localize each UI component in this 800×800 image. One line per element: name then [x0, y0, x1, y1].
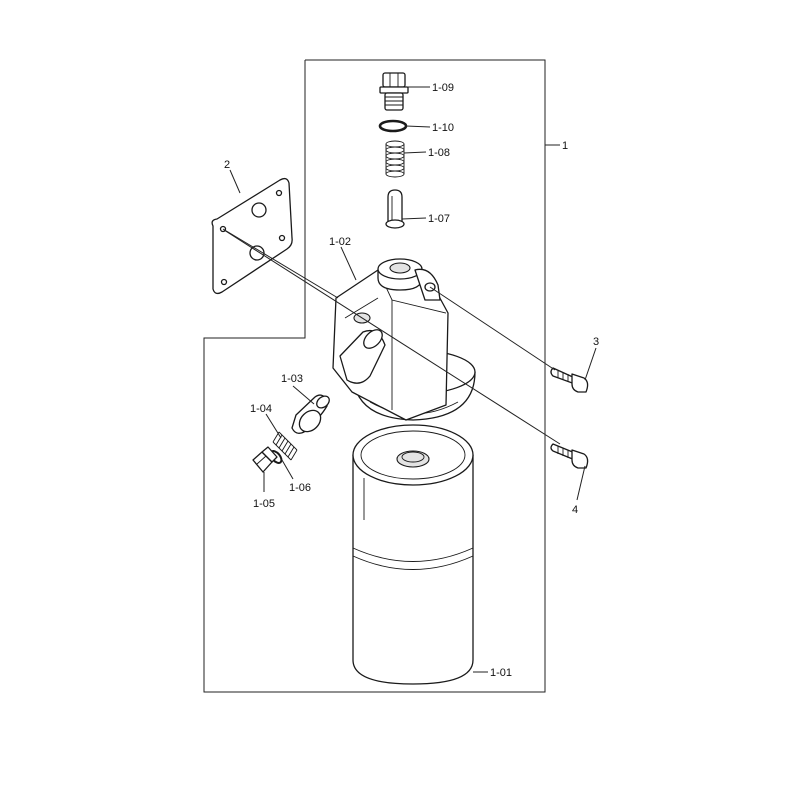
callout-1-01: 1-01 [490, 667, 512, 679]
callout-4: 4 [572, 504, 578, 516]
callout-1-04: 1-04 [250, 403, 272, 415]
part-filter-head-1-02 [332, 258, 476, 421]
part-valve-1-03 [291, 394, 330, 434]
part-o-ring-1-10 [378, 119, 408, 133]
part-bolt-4 [550, 443, 589, 469]
callout-1: 1 [562, 140, 568, 152]
callout-2: 2 [224, 159, 230, 171]
callout-1-05: 1-05 [253, 498, 275, 510]
callout-1-10: 1-10 [432, 122, 454, 134]
part-plug-1-05 [252, 446, 278, 473]
part-gasket-2 [211, 177, 293, 295]
alignment-lines [222, 228, 561, 445]
callout-1-02: 1-02 [329, 236, 351, 248]
part-spring-1-04 [272, 431, 298, 461]
callout-1-06: 1-06 [289, 482, 311, 494]
callout-1-08: 1-08 [428, 147, 450, 159]
part-plug-1-09 [379, 72, 409, 111]
callout-labels: 1-09 1-10 1-08 1-07 1-02 1-03 1-04 1-06 … [224, 82, 599, 679]
part-valve-pin-1-07 [385, 189, 405, 229]
callout-1-09: 1-09 [432, 82, 454, 94]
assembly-outline [203, 59, 546, 693]
part-bolt-3 [550, 367, 589, 393]
callout-1-03: 1-03 [281, 373, 303, 385]
part-filter-element-1-01 [352, 424, 474, 685]
leader-lines [229, 86, 597, 673]
callout-1-07: 1-07 [428, 213, 450, 225]
callout-3: 3 [593, 336, 599, 348]
part-spring-1-08 [385, 140, 405, 178]
